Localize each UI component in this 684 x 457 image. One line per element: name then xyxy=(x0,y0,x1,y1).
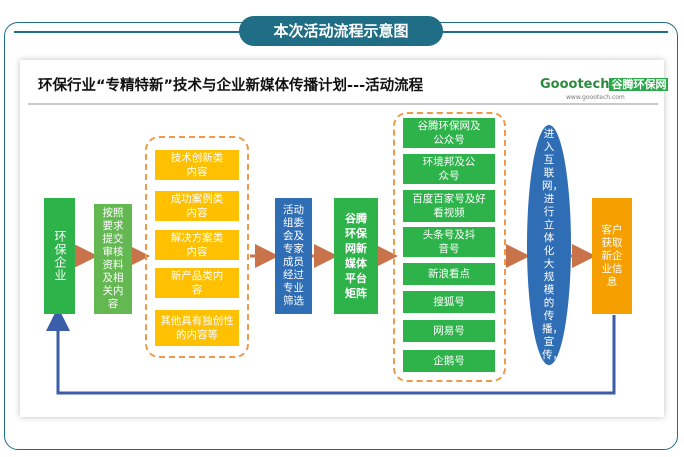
node-enterprise: 环保企业 xyxy=(44,198,75,314)
category-solution: 解决方案类内容 xyxy=(155,230,239,260)
title-divider xyxy=(28,103,658,105)
category-tech: 技术创新类内容 xyxy=(155,150,239,180)
channel-penguin: 企鹅号 xyxy=(403,350,495,372)
category-case: 成功案例类内容 xyxy=(155,191,239,221)
return-line xyxy=(46,307,616,395)
channel-baidu: 百度百家号及好看视频 xyxy=(403,190,495,222)
channel-toutiao: 头条号及抖音号 xyxy=(403,227,495,257)
channel-hjbang: 环境邦及公众号 xyxy=(403,154,495,184)
channel-goootech: 谷腾环保网及公众号 xyxy=(403,118,495,148)
node-customer: 客户获取新企业信息 xyxy=(592,198,632,314)
logo-chinese: 谷腾环保网 xyxy=(609,78,669,91)
logo-url: www.goootech.com xyxy=(566,94,625,101)
channel-sina: 新浪看点 xyxy=(403,263,495,285)
channel-sohu: 搜狐号 xyxy=(403,291,495,313)
diagram-title: 环保行业“专精特新”技术与企业新媒体传播计划---活动流程 xyxy=(38,78,424,94)
category-other: 其他具有独创性的内容等 xyxy=(155,310,239,346)
header-title: 本次活动流程示意图 xyxy=(239,16,443,46)
node-platform: 谷腾环保网新媒体平台矩阵 xyxy=(334,198,378,314)
categories-group xyxy=(145,136,249,358)
channel-163: 网易号 xyxy=(403,320,495,342)
node-submit: 按照要求提交审核资料及相关内容 xyxy=(94,204,132,314)
node-committee: 活动组委会及专家成员经过专业筛选 xyxy=(275,198,312,314)
node-spread: 进入互联网，进行立体化大规模的传播，宣传， xyxy=(527,125,571,365)
category-product: 新产品类内容 xyxy=(155,268,239,298)
logo-wordmark: Goootech xyxy=(540,77,610,92)
channels-group xyxy=(393,112,506,382)
